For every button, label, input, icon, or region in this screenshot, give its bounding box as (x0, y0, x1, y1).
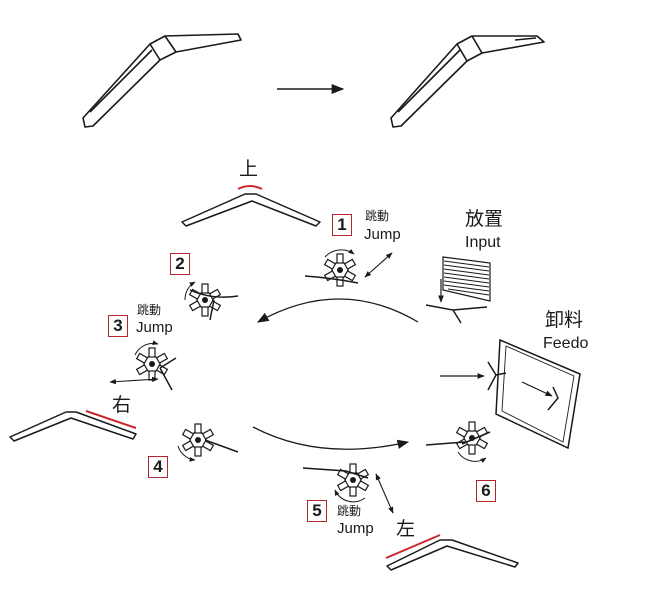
step-1-number: 1 (332, 214, 352, 236)
feed-box (440, 338, 581, 450)
step-5-number: 5 (307, 500, 327, 522)
cycle-arrow-upper (256, 298, 419, 323)
step1-wheel (304, 248, 393, 287)
input-label-en: Input (465, 234, 501, 251)
step4-wheel (177, 423, 239, 462)
label-left-side: 左 (396, 518, 416, 540)
step-3-action-en: Jump (136, 319, 173, 336)
hanger-top (181, 185, 321, 227)
cycle-arrow-lower (252, 426, 410, 450)
step-1-action-cn: 跳動 (365, 209, 390, 223)
input-stack (425, 256, 491, 324)
step-3-number: 3 (108, 315, 128, 337)
label-top: 上 (239, 158, 259, 180)
step-5-action-cn: 跳動 (337, 504, 362, 518)
step-2-number: 2 (170, 253, 190, 275)
input-label-cn: 放置 (465, 208, 504, 230)
hanger-bottom (385, 534, 519, 571)
step-4-number: 4 (148, 456, 168, 478)
step-3-action-cn: 跳動 (137, 303, 162, 317)
label-right-side: 右 (112, 394, 132, 416)
step6-wheel (425, 421, 491, 463)
step-1-action-en: Jump (364, 226, 401, 243)
step2-wheel (184, 281, 239, 321)
step-6-number: 6 (476, 480, 496, 502)
hanger-right (9, 410, 137, 442)
feed-label-en: Feedo (543, 335, 589, 352)
stand-after (390, 35, 545, 128)
step3-wheel (109, 340, 177, 391)
step-5-action-en: Jump (337, 520, 374, 537)
feed-label-cn: 卸料 (545, 309, 584, 331)
step5-wheel (302, 463, 394, 514)
stand-before (82, 33, 242, 128)
